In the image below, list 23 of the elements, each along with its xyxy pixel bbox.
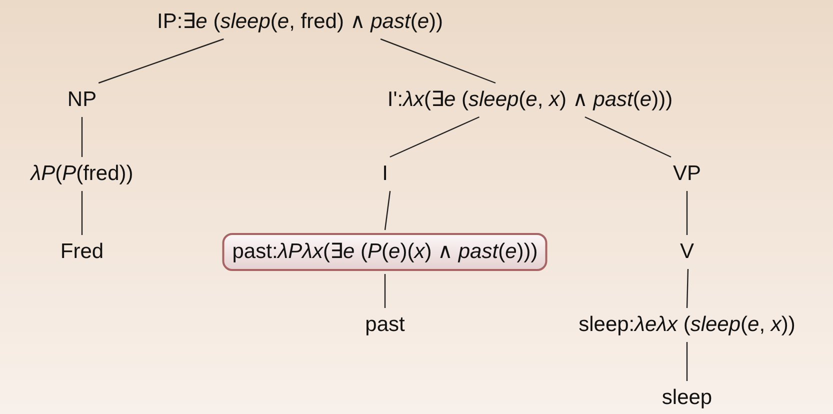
tree-branch (584, 116, 672, 158)
tree-node-label: V (678, 238, 696, 266)
tree-node-label: past (363, 311, 407, 339)
tree-branch (380, 38, 496, 84)
tree-node-label: IP:∃e (sleep(e, fred) ∧ past(e)) (155, 8, 445, 36)
tree-branch (686, 342, 688, 381)
tree-node-label: I':λx(∃e (sleep(e, x) ∧ past(e))) (385, 86, 675, 114)
tree-node-label: NP (65, 86, 99, 114)
tree-branch (81, 117, 83, 157)
tree-node-label: I (380, 160, 390, 188)
tree-branch (390, 116, 480, 158)
tree-node-label: Fred (58, 238, 106, 266)
tree-branch (686, 191, 688, 235)
highlighted-tree-node: past:λPλx(∃e (P(e)(x) ∧ past(e))) (222, 233, 548, 271)
tree-node-label: VP (671, 160, 703, 188)
tree-branch (81, 191, 83, 235)
tree-node-label: sleep (660, 384, 714, 412)
tree-branch (384, 274, 386, 308)
tree-node-label: λP(P(fred)) (28, 160, 136, 188)
tree-branch (384, 190, 391, 230)
tree-node-label: sleep:λeλx (sleep(e, x)) (576, 311, 798, 339)
tree-branch (98, 38, 224, 84)
tree-branch (686, 268, 689, 308)
